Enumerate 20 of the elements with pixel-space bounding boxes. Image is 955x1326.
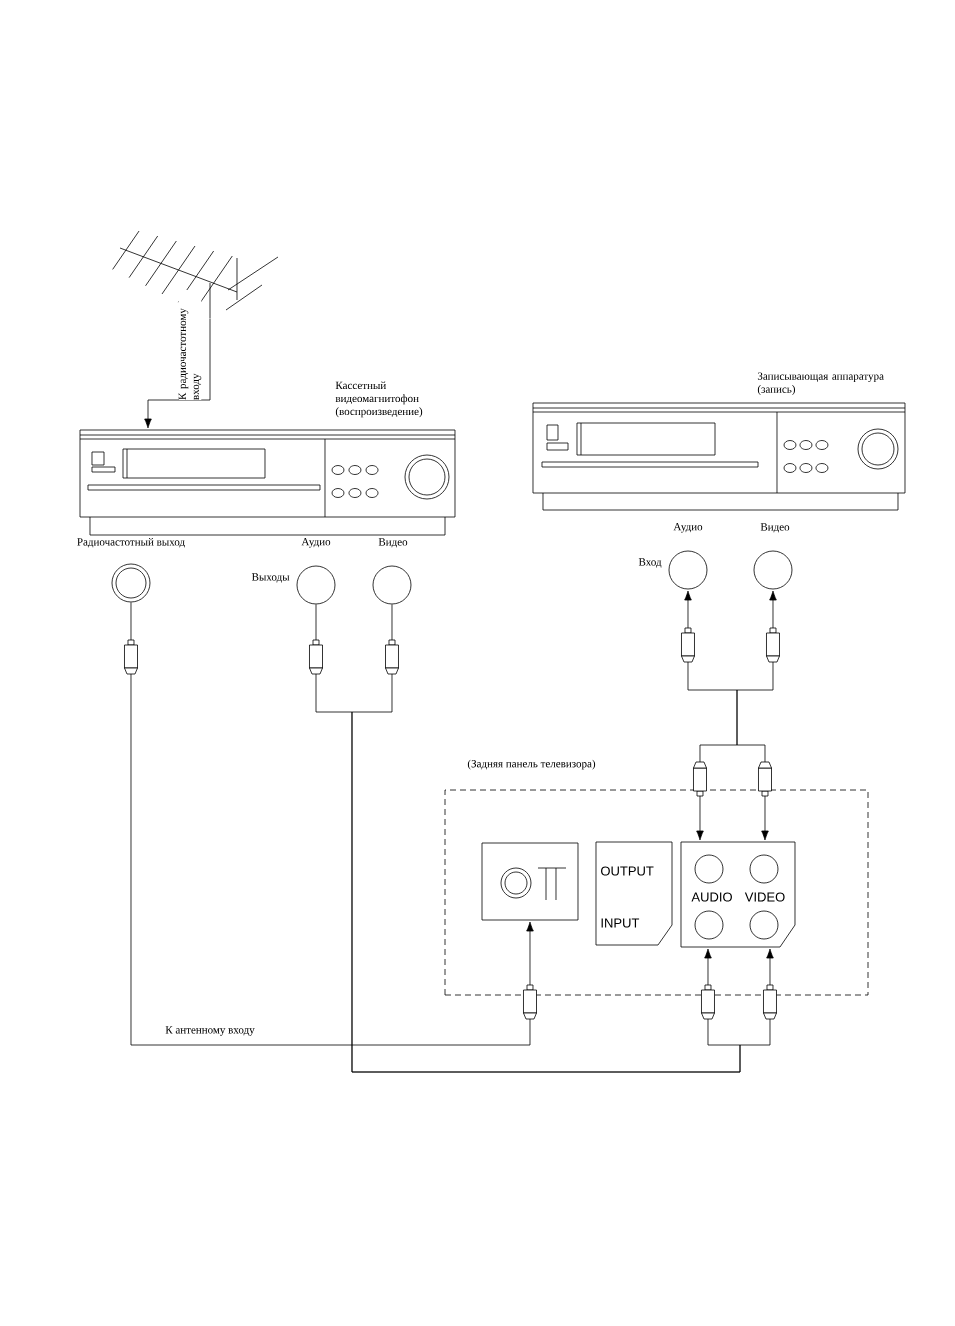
edge-label: К антенному входу (164, 1025, 256, 1037)
jack-label: Аудио (301, 538, 331, 548)
device-caption: Кассетный видеомагнитофон (воспроизведение) (335, 381, 423, 418)
jack-label: Аудио (673, 523, 703, 533)
panel-caption: (Задняя панель телевизора) (467, 759, 596, 770)
output-input-panel: OUTPUT INPUT (595, 841, 673, 946)
group-label: Выходы (251, 573, 290, 583)
cable-arrow (351, 604, 774, 1073)
antenna-input-panel (481, 842, 579, 921)
jack-label: Видео (378, 538, 408, 548)
device-caption: Записывающая аппаратура (запись) (757, 372, 884, 396)
cable-arrow (144, 318, 211, 429)
jack-label: Радиочастотный выход (77, 537, 185, 548)
cable-arrow (684, 590, 738, 841)
edge-label: К радиочастотному входу (178, 290, 202, 400)
av-jack-panel: AUDIO VIDEO (680, 841, 796, 948)
group-label: Вход (638, 558, 662, 568)
cable-arrow (736, 590, 777, 841)
jack-label: Видео (760, 523, 790, 533)
cable-arrow (130, 602, 534, 1046)
